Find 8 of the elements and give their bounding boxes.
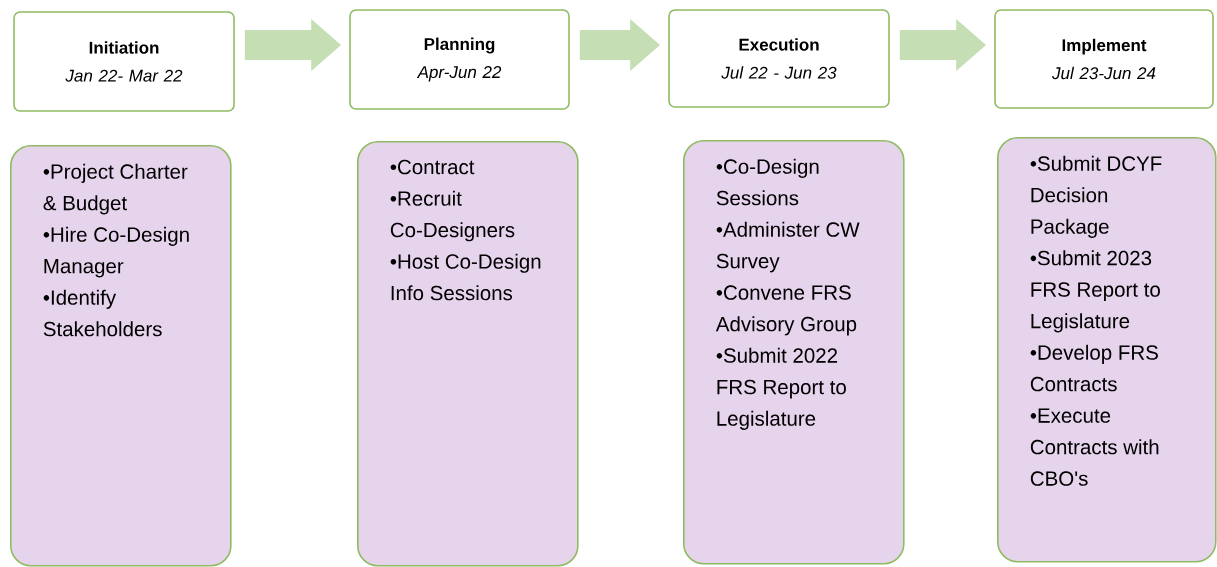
phase-box: Implement Jul 23-Jun 24 [994, 9, 1214, 109]
task-list-box: •Co-Design Sessions •Administer CW Survey •Convene FRS Advisory Group •Submit 2022 FRS Report to Legislature [683, 140, 905, 565]
phase-box: Execution Jul 22 - Jun 23 [668, 9, 890, 108]
task-list-box: •Project Charter & Budget •Hire Co-Design Manager •Identify Stakeholders [10, 145, 232, 567]
phase-box: Planning Apr-Jun 22 [349, 9, 570, 110]
phase-box: Initiation Jan 22- Mar 22 [13, 11, 235, 112]
task-list-box: •Submit DCYF Decision Package •Submit 2023 FRS Report to Legislature •Develop FRS Contracts •Execute Contracts with CBO's [997, 137, 1217, 563]
task-list-box: •Contract •Recruit Co-Designers •Host Co-Design Info Sessions [357, 141, 579, 567]
